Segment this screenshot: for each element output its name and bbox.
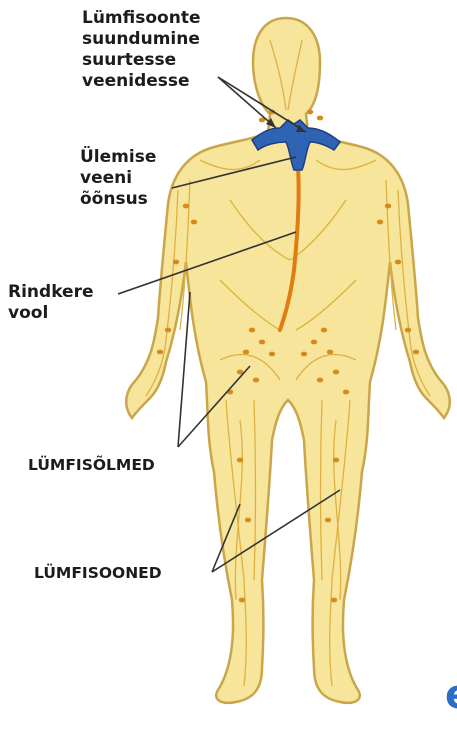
lymph-node [395, 260, 401, 265]
lymph-node [259, 340, 265, 345]
lymph-node [311, 340, 317, 345]
lymph-node [301, 352, 307, 357]
label-lymph-nodes: LÜMFISÕLMED [28, 455, 155, 476]
lymph-node [321, 328, 327, 333]
lymph-node [317, 116, 323, 121]
label-superior-vena-cava: Ülemise veeni õõnsus [80, 147, 156, 210]
lymph-node [237, 458, 243, 463]
lymph-node [249, 328, 255, 333]
lymph-node [269, 352, 275, 357]
label-lymph-vessels: LÜMFISOONED [34, 563, 162, 584]
lymph-node [173, 260, 179, 265]
lymph-node [165, 328, 171, 333]
lymph-node [245, 518, 251, 523]
cropped-text-fragment: e [445, 672, 457, 718]
lymph-node [317, 378, 323, 383]
lymph-node [405, 328, 411, 333]
lymph-node [343, 390, 349, 395]
lymph-node [413, 350, 419, 355]
lymph-node [183, 204, 189, 209]
lymph-node [307, 110, 313, 115]
label-thoracic-duct: Rindkere vool [8, 282, 93, 324]
lymph-node [333, 370, 339, 375]
lymph-node [333, 458, 339, 463]
lymph-node [377, 220, 383, 225]
lymph-node [243, 350, 249, 355]
lymph-node [253, 378, 259, 383]
leader-nodes-1 [178, 292, 190, 447]
lymph-node [331, 598, 337, 603]
label-lymph-drainage-to-veins: Lümfisoonte suundumine suurtesse veenide… [82, 8, 201, 92]
lymph-node [385, 204, 391, 209]
lymph-node [157, 350, 163, 355]
lymph-node [239, 598, 245, 603]
lymph-node [325, 518, 331, 523]
lymph-node [327, 350, 333, 355]
lymph-node [191, 220, 197, 225]
